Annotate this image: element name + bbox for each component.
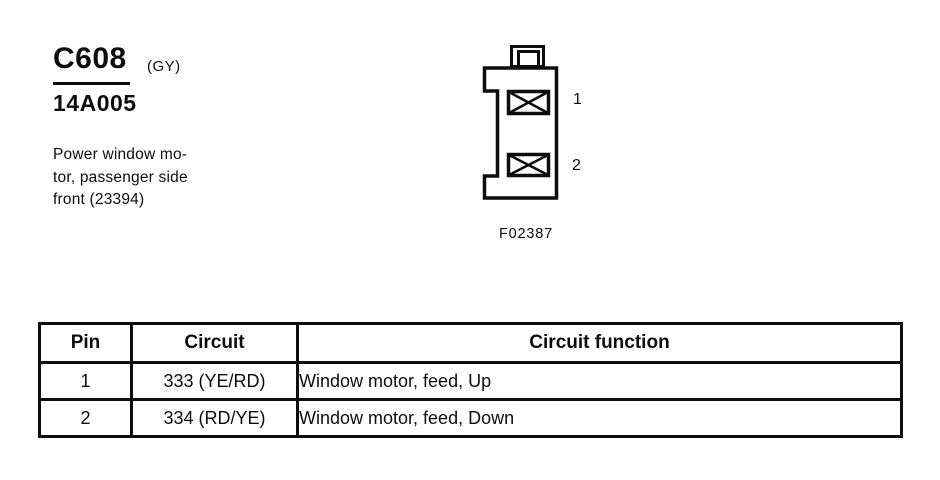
description-line: Power window mo- (53, 146, 188, 163)
pin-1-terminal-icon (506, 89, 551, 116)
pin-1-label: 1 (573, 91, 582, 108)
connector-diagram (482, 45, 559, 200)
cell-function: Window motor, feed, Up (296, 361, 903, 401)
cell-pin: 2 (38, 398, 133, 438)
connector-body (482, 66, 559, 200)
column-header-circuit-function: Circuit function (296, 322, 903, 364)
cell-circuit: 333 (YE/RD) (130, 361, 299, 401)
table-header-row: Pin Circuit Circuit function (38, 322, 903, 364)
pinout-table-container: Pin Circuit Circuit function 1 333 (YE/R… (38, 322, 903, 438)
pinout-table: Pin Circuit Circuit function 1 333 (YE/R… (38, 322, 903, 438)
connector-color-code: (GY) (147, 58, 181, 75)
table-row: 1 333 (YE/RD) Window motor, feed, Up (38, 361, 903, 401)
pin-2-terminal-icon (506, 152, 551, 178)
connector-tab-icon (510, 45, 545, 68)
cell-pin: 1 (38, 361, 133, 401)
description-line: front (23394) (53, 191, 145, 208)
connector-description: Power window mo- tor, passenger side fro… (53, 144, 188, 212)
connector-id: C608 (53, 42, 127, 75)
pin-2-label: 2 (572, 157, 581, 174)
column-header-circuit: Circuit (130, 322, 299, 364)
cell-function: Window motor, feed, Down (296, 398, 903, 438)
table-row: 2 334 (RD/YE) Window motor, feed, Down (38, 398, 903, 438)
column-header-pin: Pin (38, 322, 133, 364)
connector-id-underline (53, 82, 130, 85)
description-line: tor, passenger side (53, 168, 188, 186)
cell-circuit: 334 (RD/YE) (130, 398, 299, 438)
figure-id: F02387 (499, 226, 553, 242)
part-number: 14A005 (53, 90, 137, 116)
